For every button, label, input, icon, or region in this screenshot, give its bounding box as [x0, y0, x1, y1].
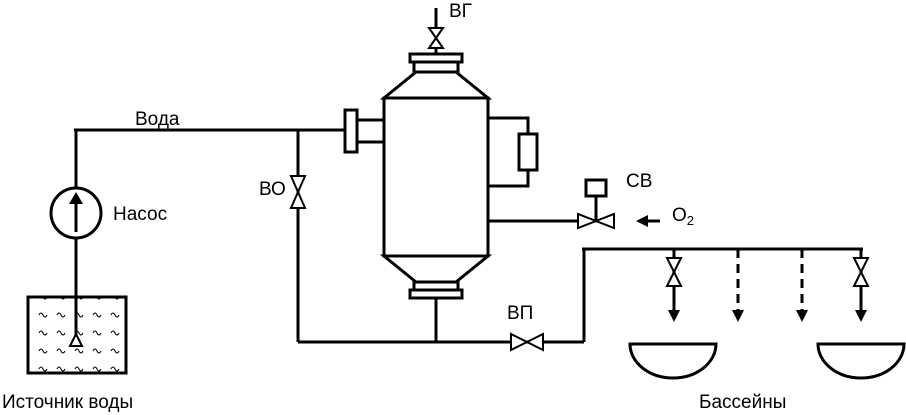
pool-feed-valve-icon[interactable]	[511, 334, 543, 350]
bottom-flange	[410, 282, 462, 298]
pool-drop-4-arrow-icon	[855, 310, 867, 322]
oxygen-feed-arrow-icon	[636, 215, 660, 227]
pump-label: Насос	[113, 205, 167, 224]
oxygen-control-valve-icon[interactable]	[578, 180, 614, 228]
pools-label: Бассейны	[699, 393, 786, 412]
pool-drop-3-arrow-icon	[796, 310, 808, 322]
pool-left	[630, 344, 716, 378]
pool-drop-1-valve-icon[interactable]	[667, 258, 681, 286]
side-sensor-icon	[519, 134, 537, 170]
gas-vent-valve-icon[interactable]	[429, 28, 443, 48]
reactor-vessel	[384, 72, 488, 282]
inlet-flange	[345, 110, 384, 152]
bypass-valve-label: ВО	[259, 180, 286, 199]
pool-right	[818, 344, 904, 378]
water-label: Вода	[135, 110, 179, 129]
top-flange	[410, 54, 462, 72]
control-valve-label: СВ	[626, 172, 652, 191]
pump-icon	[51, 188, 101, 238]
gas-vent-label: ВГ	[449, 2, 472, 21]
pool-drop-3	[796, 249, 808, 322]
pool-drop-1-arrow-icon	[668, 310, 680, 322]
oxygen-label: O2	[672, 206, 694, 225]
pool-drop-2-arrow-icon	[732, 310, 744, 322]
oxygen-label-main: O	[672, 205, 687, 226]
distribution-header	[582, 249, 863, 342]
bypass-valve-icon[interactable]	[291, 176, 305, 208]
pool-drop-4-valve-icon[interactable]	[854, 258, 868, 286]
water-source-label: Источник воды	[2, 393, 133, 412]
oxygen-label-subscript: 2	[687, 213, 694, 228]
pool-feed-valve-label: ВП	[507, 304, 533, 323]
pool-drop-2	[732, 249, 744, 322]
